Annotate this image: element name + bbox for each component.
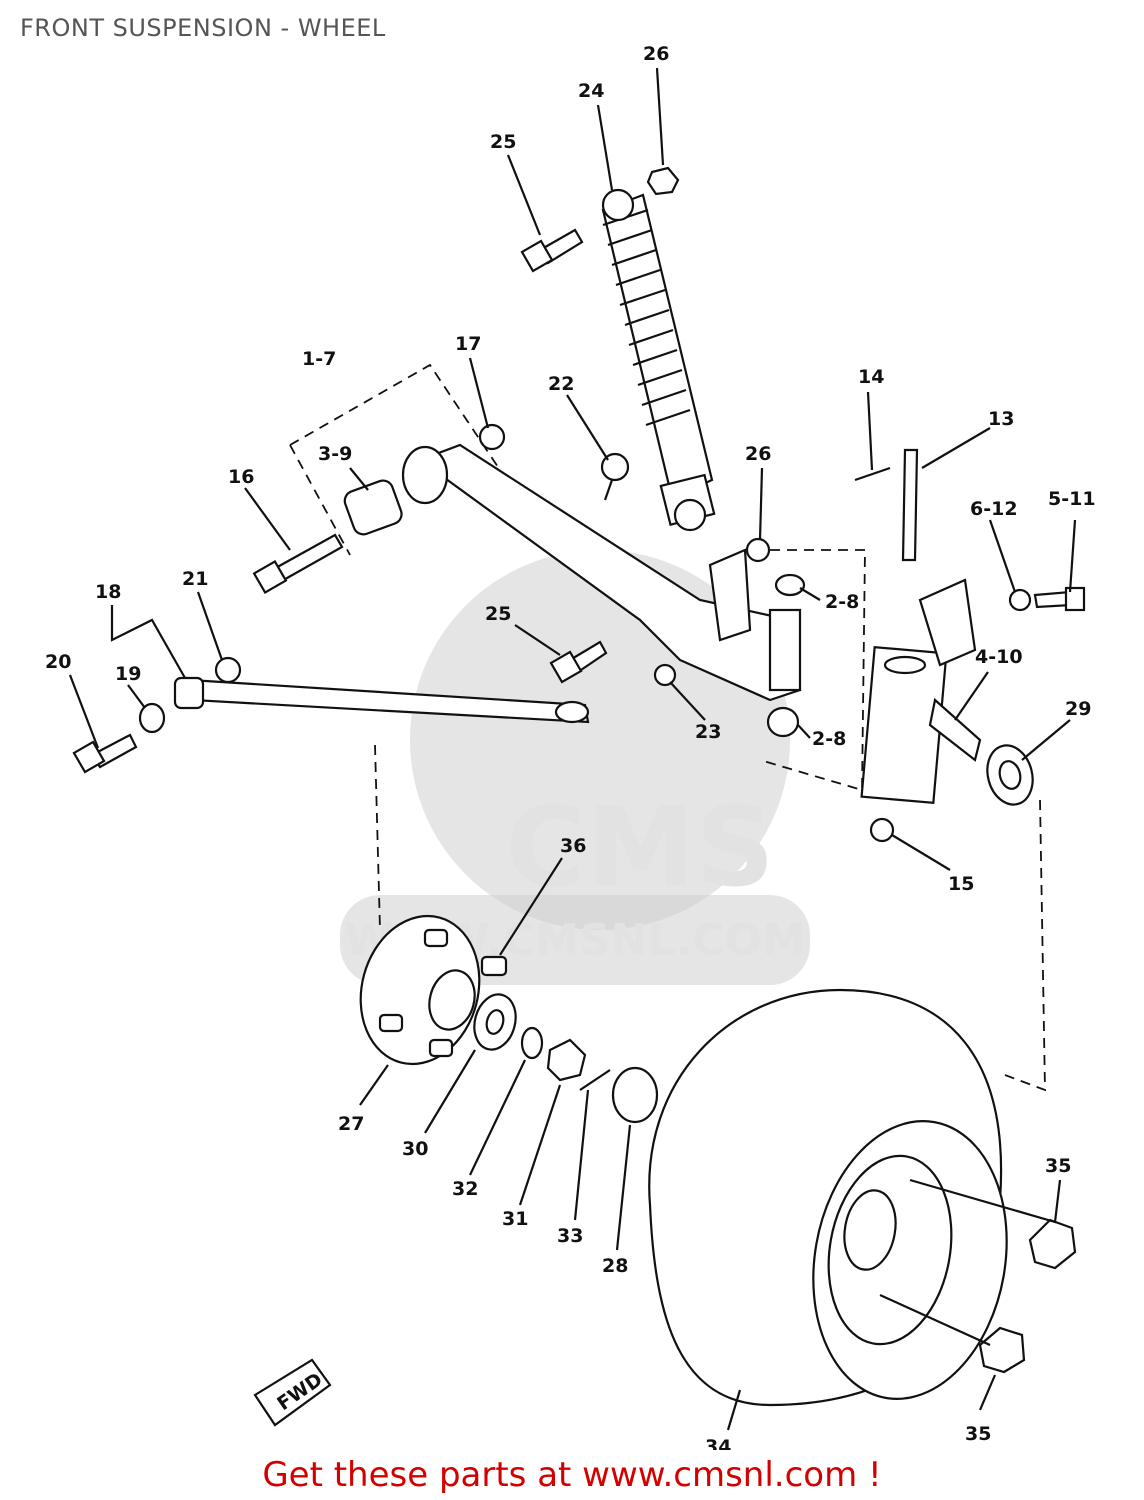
tire-wheel-34[interactable] [648,988,1028,1414]
callout-labels: 26 24 25 17 1-7 22 14 13 26 3-9 16 6-12 … [45,43,1096,1450]
assembly-dashed-lines [289,363,1046,1092]
bearing-29[interactable] [981,740,1039,809]
bushing-3-9[interactable] [342,478,404,537]
bolt-16[interactable] [252,533,344,595]
callout-27: 27 [338,1113,364,1135]
bushing-2-8-bottom[interactable] [766,706,800,738]
footer-cta[interactable]: Get these parts at www.cmsnl.com ! [262,1455,882,1495]
bolt-25-top[interactable] [520,228,584,273]
pin-14[interactable] [854,466,891,482]
cotter-pin-33[interactable] [579,1069,611,1091]
bolt-25-mid[interactable] [549,640,608,684]
callout-25-top: 25 [490,131,516,153]
callout-23: 23 [695,721,721,743]
bearing-30[interactable] [468,990,521,1054]
callout-18: 18 [95,581,121,603]
nut-17[interactable] [478,423,506,451]
callout-17: 17 [455,333,481,355]
callout-19: 19 [115,663,141,685]
callout-22: 22 [548,373,574,395]
callout-31: 31 [502,1208,528,1230]
washer-32[interactable] [520,1026,544,1060]
stud-36[interactable] [480,955,508,977]
callout-21: 21 [182,568,208,590]
callout-26-mid: 26 [745,443,771,465]
upper-a-arm[interactable] [401,443,802,702]
callout-35-top: 35 [1045,1155,1071,1177]
bolt-22[interactable] [600,452,630,501]
callout-15: 15 [948,873,974,895]
steering-knuckle[interactable] [860,578,982,805]
callout-3-9: 3-9 [318,443,352,465]
callout-34: 34 [705,1436,731,1450]
leader-lines [68,67,1077,1431]
nut-15[interactable] [869,817,895,843]
nut-6-12[interactable] [1008,588,1032,612]
callout-24: 24 [578,80,604,102]
callout-16: 16 [228,466,254,488]
callout-4-10: 4-10 [975,646,1023,668]
nut-23[interactable] [653,663,677,687]
lug-nut-35-top[interactable] [1028,1218,1077,1270]
callout-32: 32 [452,1178,478,1200]
lug-nut-35-bottom[interactable] [978,1326,1026,1374]
wheel-hub-27[interactable] [345,903,496,1078]
callout-36: 36 [560,835,586,857]
nut-21[interactable] [214,656,242,684]
callout-1-7: 1-7 [302,348,336,370]
callout-2-8-bottom: 2-8 [812,728,846,750]
callout-25-mid: 25 [485,603,511,625]
cap-28[interactable] [611,1066,659,1124]
bolt-20[interactable] [72,733,138,774]
callout-5-11: 5-11 [1048,488,1096,510]
tie-rod[interactable] [173,676,590,724]
washer-19[interactable] [138,702,166,734]
watermark-brand: CMS [505,783,774,911]
bushing-2-8-top[interactable] [774,573,806,597]
callout-14: 14 [858,366,884,388]
callout-28: 28 [602,1255,628,1277]
callout-26-top: 26 [643,43,669,65]
fwd-direction-badge: FWD [253,1358,332,1427]
callout-2-8-top: 2-8 [825,591,859,613]
bolt-5-11[interactable] [1033,586,1086,612]
callout-6-12: 6-12 [970,498,1018,520]
nut-26-top[interactable] [646,166,680,196]
exploded-parts-diagram: WWW.CMSNL.COM CMS [45,43,1096,1450]
callout-30: 30 [402,1138,428,1160]
nut-31[interactable] [546,1038,587,1082]
callout-29: 29 [1065,698,1091,720]
diagram-title: FRONT SUSPENSION - WHEEL [20,14,386,42]
nut-26-mid[interactable] [745,537,771,563]
shock-absorber[interactable] [601,188,716,532]
pin-13[interactable] [901,448,919,562]
callout-20: 20 [45,651,71,673]
callout-13: 13 [988,408,1014,430]
callout-33: 33 [557,1225,583,1247]
callout-35-bottom: 35 [965,1423,991,1445]
